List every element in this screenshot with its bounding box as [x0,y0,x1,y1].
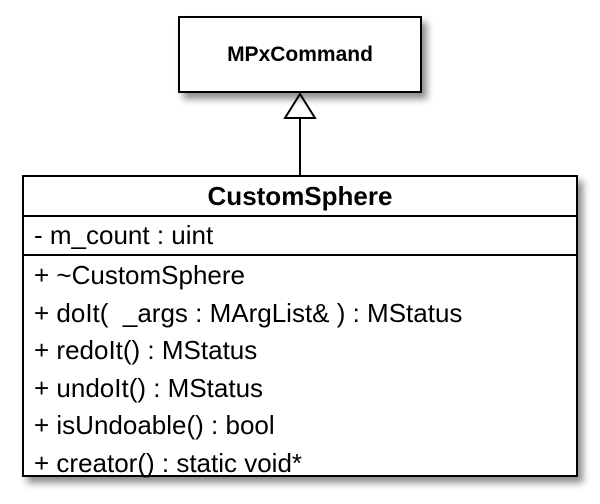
child-class-name: CustomSphere [207,180,393,211]
attributes-compartment: - m_count : uint [24,217,576,256]
parent-class-box: MPxCommand [178,16,422,93]
operation-creator: + creator() : static void* [34,447,303,478]
child-class-box: CustomSphere - m_count : uint + ~CustomS… [22,175,578,478]
attribute-m-count: - m_count : uint [34,219,214,250]
operations-compartment: + ~CustomSphere + doIt( _args : MArgList… [24,256,576,482]
parent-class-name: MPxCommand [227,42,373,66]
operation-destructor: + ~CustomSphere [34,260,246,290]
operation-doit: + doIt( _args : MArgList& ) : MStatus [34,297,463,328]
operation-isundoable: + isUndoable() : bool [34,410,275,440]
operation-undoit: + undoIt() : MStatus [34,372,264,403]
generalization-arrowhead-icon [283,92,317,119]
class-name-compartment: CustomSphere [24,177,576,217]
operation-redoit: + redoIt() : MStatus [34,335,258,365]
